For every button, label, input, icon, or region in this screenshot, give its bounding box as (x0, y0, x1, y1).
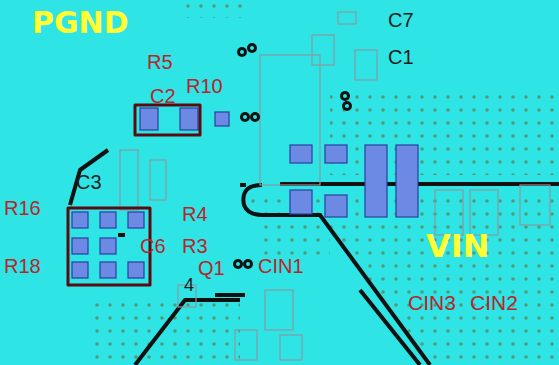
reference-designator: C6 (140, 236, 166, 256)
reference-designator: CIN2 (470, 292, 518, 313)
via-field (90, 300, 240, 360)
smd-pad (72, 108, 418, 278)
via-field (185, 2, 245, 18)
via (233, 43, 352, 269)
reference-designator: R16 (4, 198, 41, 218)
reference-designator: C1 (388, 47, 414, 67)
via-field (330, 95, 559, 175)
via-field (260, 225, 330, 255)
reference-designator: CIN3 (408, 292, 456, 313)
net-region-label: VIN (424, 228, 492, 264)
reference-designator: C2 (150, 86, 176, 106)
reference-designator: C3 (76, 172, 102, 192)
reference-designator: C7 (388, 10, 414, 30)
net-name: VIN (424, 228, 492, 264)
net-name: PGND (30, 6, 131, 40)
reference-designator: R3 (182, 236, 208, 256)
region-boundary (135, 184, 559, 365)
net-region-label: PGND (30, 6, 131, 40)
reference-designator: Q1 (198, 258, 225, 278)
reference-designator: CIN1 (258, 256, 304, 276)
reference-designator: R4 (182, 204, 208, 224)
copper-trace (68, 105, 245, 295)
reference-designator: R10 (186, 76, 223, 96)
reference-designator: 4 (184, 276, 194, 294)
reference-designator: R5 (147, 52, 173, 72)
component-outline (120, 12, 550, 360)
reference-designator: R18 (4, 256, 41, 276)
